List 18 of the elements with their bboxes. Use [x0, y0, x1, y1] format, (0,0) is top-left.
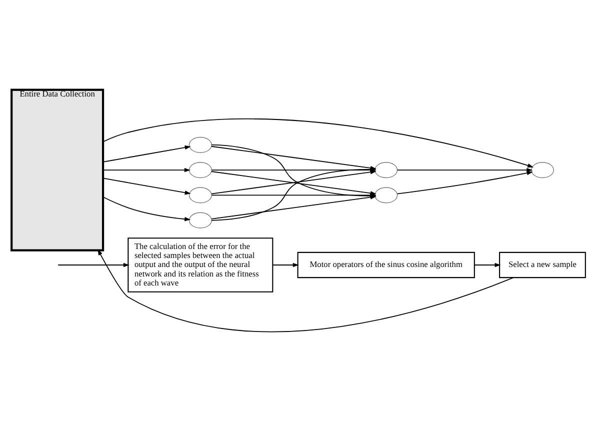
arrow: [102, 144, 191, 162]
node-circle: [374, 186, 398, 203]
arrow: [396, 170, 533, 194]
node-circle: [188, 162, 212, 178]
arrow: [102, 167, 190, 172]
arrow: [272, 262, 299, 267]
node-circle: [530, 162, 554, 178]
arrow: [58, 262, 130, 267]
arrow: [474, 262, 501, 267]
arrow: [397, 167, 533, 172]
arrow: [102, 177, 191, 194]
node-circle: [188, 136, 212, 152]
arrow: [102, 118, 534, 167]
arrow: [102, 196, 191, 221]
node-circle: [188, 186, 212, 203]
node-circle: [188, 212, 212, 228]
arrow: [98, 248, 514, 332]
node-circle: [374, 162, 398, 178]
